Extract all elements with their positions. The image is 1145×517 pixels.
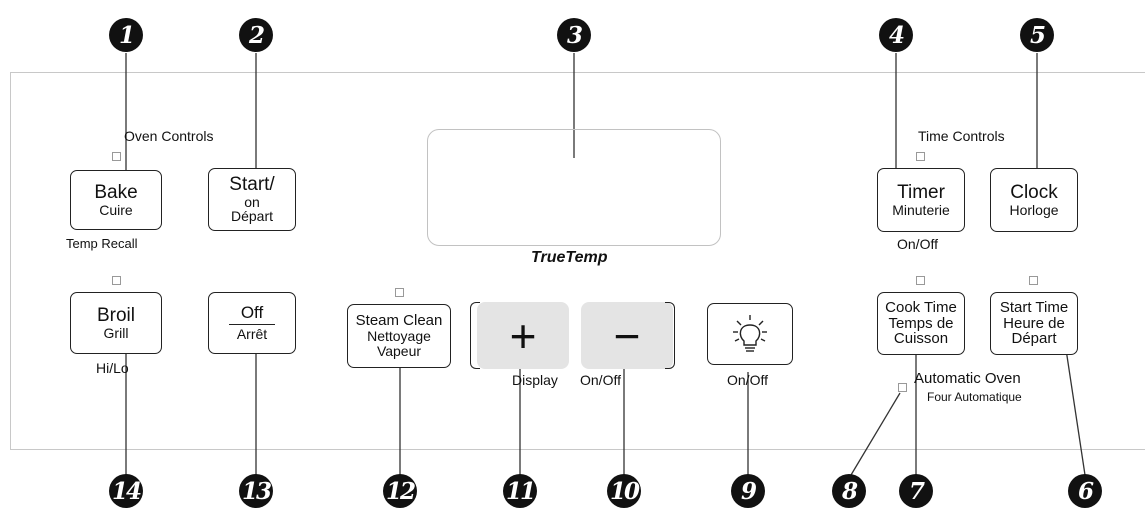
temp-recall-label: Temp Recall [66, 236, 138, 251]
callout-13: 13 [239, 474, 273, 508]
timer-on-off-label: On/Off [897, 236, 938, 252]
callout-4: 4 [879, 18, 913, 52]
bracket-left [470, 302, 480, 369]
timer-label-fr: Minuterie [892, 201, 950, 218]
display-label: Display [512, 372, 558, 388]
display-window [427, 129, 721, 246]
clock-label-fr: Horloge [1009, 201, 1059, 218]
callout-5: 5 [1020, 18, 1054, 52]
start-time-button[interactable]: Start Time Heure de Départ [990, 292, 1078, 355]
light-bulb-icon [733, 315, 767, 352]
cook-time-indicator-light [916, 276, 925, 285]
callout-8: 8 [832, 474, 866, 508]
timer-indicator-light [916, 152, 925, 161]
broil-indicator-light [112, 276, 121, 285]
callout-12: 12 [383, 474, 417, 508]
cook-time-label-fr2: Cuisson [893, 330, 949, 348]
cook-time-button[interactable]: Cook Time Temps de Cuisson [877, 292, 965, 355]
clock-button[interactable]: Clock Horloge [990, 168, 1078, 232]
callout-6: 6 [1068, 474, 1102, 508]
start-time-label-fr1: Heure de [1003, 314, 1065, 332]
timer-button[interactable]: Timer Minuterie [877, 168, 965, 232]
minus-button[interactable]: − [581, 302, 673, 369]
oven-controls-label: Oven Controls [124, 128, 214, 144]
start-time-label: Start Time [999, 298, 1069, 316]
start-time-label-fr2: Départ [1011, 330, 1057, 348]
oven-light-button[interactable] [707, 303, 793, 365]
cook-time-label-fr1: Temps de [888, 314, 954, 332]
off-button[interactable]: Off Arrêt [208, 292, 296, 354]
start-label: Start/ [229, 173, 275, 195]
broil-button[interactable]: Broil Grill [70, 292, 162, 354]
clock-label: Clock [1010, 181, 1058, 203]
bake-label: Bake [94, 181, 138, 203]
display-on-off-label: On/Off [580, 372, 621, 388]
broil-label-fr: Grill [103, 324, 129, 341]
time-controls-label: Time Controls [918, 128, 1005, 144]
bracket-right [665, 302, 675, 369]
callout-9: 9 [731, 474, 765, 508]
bake-indicator-light [112, 152, 121, 161]
callout-10: 10 [607, 474, 641, 508]
off-label-fr: Arrêt [236, 326, 268, 343]
light-on-off-label: On/Off [727, 372, 768, 388]
callout-1: 1 [109, 18, 143, 52]
truetemp-brand: TrueTemp [531, 249, 608, 266]
off-label: Off [240, 303, 264, 323]
automatic-oven-indicator-light [898, 383, 907, 392]
start-label-fr: Départ [230, 208, 274, 225]
callout-14: 14 [109, 474, 143, 508]
off-divider [229, 324, 275, 326]
control-panel [10, 72, 1145, 450]
start-label-on: on [244, 193, 260, 210]
steam-clean-label: Steam Clean [355, 312, 443, 330]
bake-button[interactable]: Bake Cuire [70, 170, 162, 230]
steam-clean-label-fr2: Vapeur [376, 342, 422, 359]
plus-button[interactable]: + [477, 302, 569, 369]
cook-time-label: Cook Time [885, 298, 957, 316]
callout-11: 11 [503, 474, 537, 508]
callout-3: 3 [557, 18, 591, 52]
automatic-oven-label-fr: Four Automatique [927, 390, 1022, 404]
steam-clean-button[interactable]: Steam Clean Nettoyage Vapeur [347, 304, 451, 368]
hi-lo-label: Hi/Lo [96, 360, 129, 376]
steam-clean-label-fr1: Nettoyage [367, 328, 431, 345]
timer-label: Timer [897, 181, 945, 203]
start-time-indicator-light [1029, 276, 1038, 285]
bake-label-fr: Cuire [99, 201, 133, 218]
callout-7: 7 [899, 474, 933, 508]
broil-label: Broil [96, 304, 135, 326]
callout-2: 2 [239, 18, 273, 52]
start-button[interactable]: Start/ on Départ [208, 168, 296, 231]
steam-clean-indicator-light [395, 288, 404, 297]
automatic-oven-label: Automatic Oven [914, 370, 1021, 387]
